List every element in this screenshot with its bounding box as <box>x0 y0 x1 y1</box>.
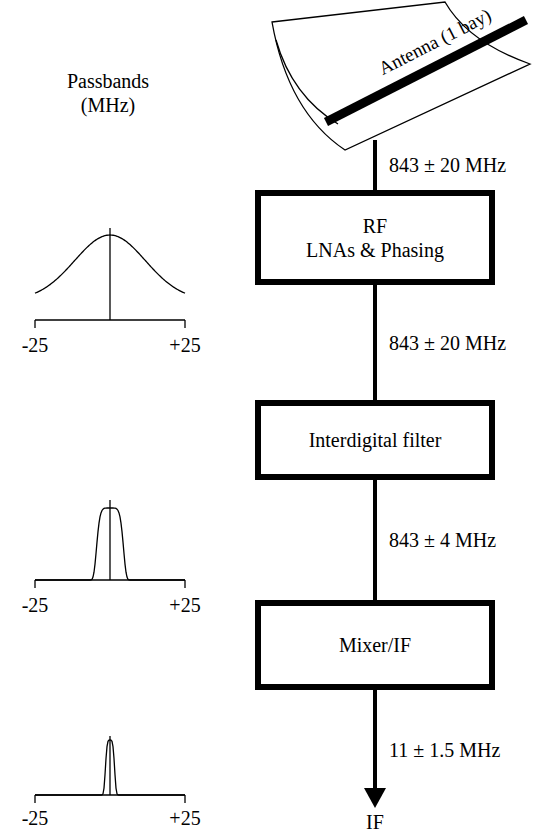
frequency-label: 843 ± 4 MHz <box>387 528 498 552</box>
axis-value: -25 <box>20 806 51 830</box>
passband-curve <box>35 508 185 580</box>
signal-line <box>373 480 377 600</box>
tick <box>184 580 185 588</box>
antenna-label-area: Antenna (1 bay) <box>270 0 532 140</box>
center-line <box>109 736 110 795</box>
center-line <box>109 500 110 580</box>
axis-value: -25 <box>20 593 51 617</box>
tick <box>184 320 185 328</box>
box-label: Interdigital filter <box>309 428 442 452</box>
antenna-label: Antenna (1 bay) <box>375 4 495 80</box>
axis-value: +25 <box>167 333 202 357</box>
plot-heading: Passbands (MHz) <box>51 69 165 117</box>
process-box: RFLNAs & Phasing <box>255 190 495 285</box>
tick <box>184 795 185 803</box>
antenna-dish <box>272 2 530 150</box>
antenna-support <box>276 40 338 124</box>
axis-value: -25 <box>20 333 51 357</box>
tick <box>34 580 35 588</box>
passband-plots <box>35 228 185 803</box>
mixer-box: Mixer/IF <box>255 600 495 690</box>
output-arrowhead <box>364 788 386 808</box>
frequency-label: 843 ± 20 MHz <box>387 153 508 177</box>
frequency-label: 11 ± 1.5 MHz <box>387 738 502 762</box>
output-line <box>373 690 377 792</box>
axis-value: +25 <box>167 593 202 617</box>
passband-curve <box>35 740 185 795</box>
center-line <box>109 228 110 320</box>
tick <box>34 320 35 328</box>
box-label: Mixer/IF <box>339 633 411 657</box>
output-label: IF <box>364 810 386 834</box>
filter-box: Interdigital filter <box>255 400 495 480</box>
frequency-label: 843 ± 20 MHz <box>387 331 508 355</box>
axis-value: +25 <box>167 806 202 830</box>
signal-line <box>373 285 377 400</box>
signal-line <box>373 140 377 190</box>
passband-curve <box>35 235 185 293</box>
box-label: RF <box>363 214 387 238</box>
box-label: LNAs & Phasing <box>306 238 444 262</box>
tick <box>34 795 35 803</box>
